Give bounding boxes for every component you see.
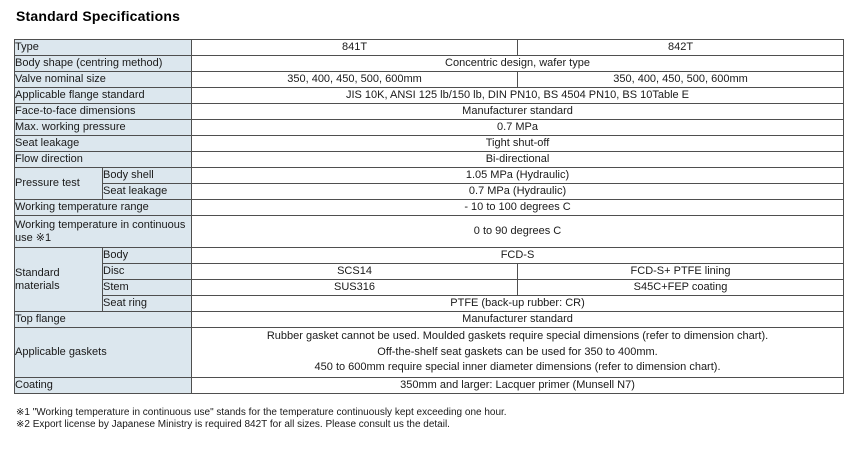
row-seat-leakage: Seat leakage Tight shut-off xyxy=(13,135,845,152)
row-coating: Coating 350mm and larger: Lacquer primer… xyxy=(13,377,845,394)
row-top-flange-label: Top flange xyxy=(13,311,193,328)
row-pressure-test-seat-leakage-value: 0.7 MPa (Hydraulic) xyxy=(191,183,845,200)
row-seat-leakage-value: Tight shut-off xyxy=(191,135,845,152)
row-materials-seat-ring-value: PTFE (back-up rubber: CR) xyxy=(191,295,845,312)
row-gaskets: Applicable gaskets Rubber gasket cannot … xyxy=(13,327,845,378)
row-materials-sub-stem: Stem xyxy=(101,279,193,296)
row-materials-sub-seat-ring: Seat ring xyxy=(101,295,193,312)
row-pressure-test-seat-leakage: Seat leakage 0.7 MPa (Hydraulic) xyxy=(15,183,845,200)
row-materials-stem: Stem SUS316 S45C+FEP coating xyxy=(15,279,845,296)
row-valve-size-841t: 350, 400, 450, 500, 600mm xyxy=(191,71,519,88)
row-working-temp: Working temperature range - 10 to 100 de… xyxy=(13,199,845,216)
row-flange-standard-value: JIS 10K, ANSI 125 lb/150 lb, DIN PN10, B… xyxy=(191,87,845,104)
row-gaskets-value: Rubber gasket cannot be used. Moulded ga… xyxy=(191,327,845,378)
page-title: Standard Specifications xyxy=(16,8,181,24)
row-flange-standard-label: Applicable flange standard xyxy=(13,87,193,104)
row-working-temp-label: Working temperature range xyxy=(13,199,193,216)
row-face-to-face: Face-to-face dimensions Manufacturer sta… xyxy=(13,103,845,120)
row-top-flange-value: Manufacturer standard xyxy=(191,311,845,328)
row-flow-direction: Flow direction Bi-directional xyxy=(13,151,845,168)
row-top-flange: Top flange Manufacturer standard xyxy=(13,311,845,328)
gaskets-line-1: Rubber gasket cannot be used. Moulded ga… xyxy=(266,330,769,343)
row-working-temp-continuous-value: 0 to 90 degrees C xyxy=(191,215,845,248)
row-face-to-face-value: Manufacturer standard xyxy=(191,103,845,120)
row-materials-disc-842t: FCD-S+ PTFE lining xyxy=(517,263,845,280)
row-pressure-test-label: Pressure test xyxy=(14,167,103,200)
row-gaskets-label: Applicable gaskets xyxy=(13,327,193,378)
row-body-shape-value: Concentric design, wafer type xyxy=(191,55,845,72)
row-working-temp-continuous: Working temperature in continuous use ※1… xyxy=(13,215,845,248)
row-valve-size-842t: 350, 400, 450, 500, 600mm xyxy=(517,71,845,88)
row-pressure-test-body-shell: Pressure test Body shell 1.05 MPa (Hydra… xyxy=(14,167,845,200)
row-materials-body: Standard materials Body FCD-S xyxy=(14,247,845,312)
column-header-841t: 841T xyxy=(191,39,519,56)
row-body-shape: Body shape (centring method) Concentric … xyxy=(13,55,845,72)
row-valve-size: Valve nominal size 350, 400, 450, 500, 6… xyxy=(13,71,845,88)
row-valve-size-label: Valve nominal size xyxy=(13,71,193,88)
row-pressure-test-body-shell-value: 1.05 MPa (Hydraulic) xyxy=(191,167,845,184)
row-materials-sub-disc: Disc xyxy=(101,263,193,280)
row-type: Type 841T 842T xyxy=(13,39,845,56)
row-max-pressure-label: Max. working pressure xyxy=(13,119,193,136)
row-materials-sub-body: Body xyxy=(101,247,193,264)
row-body-shape-label: Body shape (centring method) xyxy=(13,55,193,72)
column-header-842t: 842T xyxy=(517,39,845,56)
row-max-pressure-value: 0.7 MPa xyxy=(191,119,845,136)
row-flow-direction-label: Flow direction xyxy=(13,151,193,168)
row-pressure-test-sub-body-shell: Body shell xyxy=(101,167,193,184)
row-seat-leakage-label: Seat leakage xyxy=(13,135,193,152)
row-type-label: Type xyxy=(13,39,193,56)
row-materials-label: Standard materials xyxy=(14,247,103,312)
row-materials-stem-842t: S45C+FEP coating xyxy=(517,279,845,296)
row-working-temp-continuous-label: Working temperature in continuous use ※1 xyxy=(13,215,193,248)
row-materials-body-value: FCD-S xyxy=(191,247,845,264)
row-face-to-face-label: Face-to-face dimensions xyxy=(13,103,193,120)
row-materials-seat-ring: Seat ring PTFE (back-up rubber: CR) xyxy=(15,295,845,312)
row-coating-value: 350mm and larger: Lacquer primer (Munsel… xyxy=(191,377,845,394)
row-materials-disc: Disc SCS14 FCD-S+ PTFE lining xyxy=(15,263,845,280)
footnote-1: ※1 "Working temperature in continuous us… xyxy=(16,407,507,418)
row-materials-stem-841t: SUS316 xyxy=(191,279,519,296)
footnotes: ※1 "Working temperature in continuous us… xyxy=(16,407,507,430)
gaskets-line-3: 450 to 600mm require special inner diame… xyxy=(314,361,721,374)
row-materials-disc-841t: SCS14 xyxy=(191,263,519,280)
row-flow-direction-value: Bi-directional xyxy=(191,151,845,168)
row-working-temp-value: - 10 to 100 degrees C xyxy=(191,199,845,216)
specifications-table: Type 841T 842T Body shape (centring meth… xyxy=(13,39,845,394)
row-flange-standard: Applicable flange standard JIS 10K, ANSI… xyxy=(13,87,845,104)
gaskets-line-2: Off-the-shelf seat gaskets can be used f… xyxy=(377,345,658,358)
row-max-pressure: Max. working pressure 0.7 MPa xyxy=(13,119,845,136)
row-pressure-test-sub-seat-leakage: Seat leakage xyxy=(101,183,193,200)
row-coating-label: Coating xyxy=(13,377,193,394)
footnote-2: ※2 Export license by Japanese Ministry i… xyxy=(16,418,450,430)
